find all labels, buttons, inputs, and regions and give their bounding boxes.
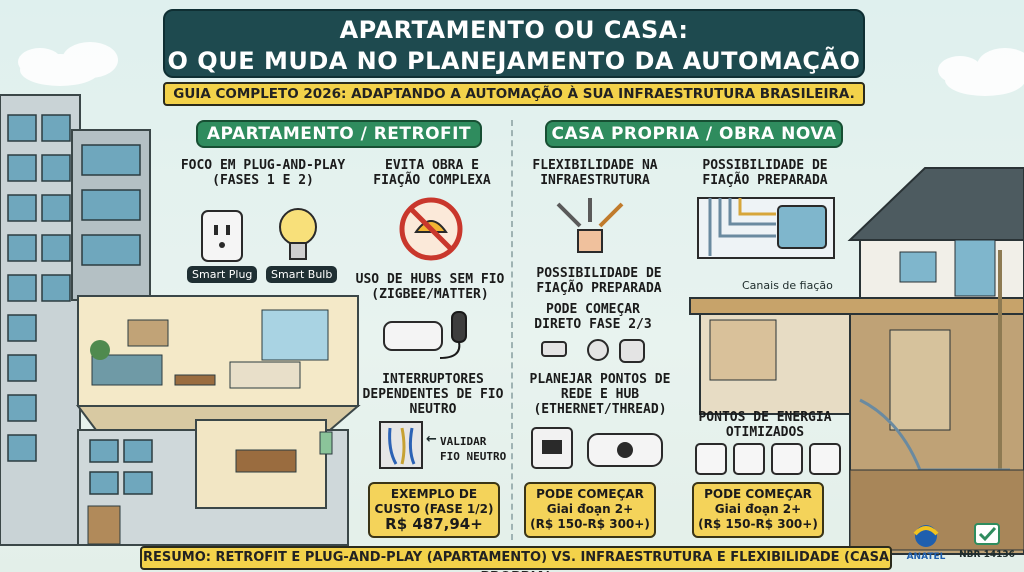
left-cost-value: R$ 487,94+: [385, 515, 483, 533]
arrow-left-icon: ←: [426, 432, 437, 447]
title-line-2: O QUE MUDA NO PLANEJAMENTO DA AUTOMAÇÃO: [167, 47, 861, 75]
anatel-label: ANATEL: [906, 552, 946, 562]
power-outlets-icons: [695, 443, 841, 475]
left-banner: APARTAMENTO / RETROFIT: [196, 120, 482, 148]
right-cost2-line3: (R$ 150-R$ 300+): [698, 517, 818, 531]
apartment-building: [0, 94, 361, 546]
outlet-icon: [733, 443, 765, 475]
right-energy-label: PONTOS DE ENERGIA OTIMIZADOS: [698, 410, 832, 440]
plug-and-bulb-illustration: [201, 208, 317, 262]
wiring-channels-diagram: [697, 197, 835, 259]
right-cost1-line2: Giai đoạn 2+: [546, 502, 634, 516]
anatel-logo: ANATEL: [902, 522, 950, 568]
validate-neutral-label: VALIDAR FIO NEUTRO: [440, 435, 507, 463]
summary-bar: RESUMO: RETROFIT E PLUG-AND-PLAY (APARTA…: [140, 546, 892, 572]
right-wiring-top-label: POSSIBILIDADE DE FIAÇÃO PREPARADA: [702, 158, 828, 188]
right-cost-box-2: PODE COMEÇAR Giai đoạn 2+ (R$ 150-R$ 300…: [692, 482, 824, 538]
outlet-icon: [809, 443, 841, 475]
right-flex-label: FLEXIBILIDADE NA INFRAESTRUTURA: [532, 158, 658, 188]
wiring-channels-caption: Canais de fiação: [742, 279, 833, 292]
cloud-left: [18, 42, 118, 86]
right-cost-box-1: PODE COMEÇAR Giai đoạn 2+ (R$ 150-R$ 300…: [524, 482, 656, 538]
left-hubs-label: USO DE HUBS SEM FIO (ZIGBEE/MATTER): [355, 272, 505, 302]
no-construction-icon: [399, 197, 463, 261]
right-wiring-mid-label: POSSIBILIDADE DE FIAÇÃO PREPARADA: [536, 266, 662, 296]
center-divider: [511, 120, 513, 540]
webcam-icon: [587, 339, 609, 361]
smart-bulb-icon: [279, 208, 317, 246]
camera-icon: [541, 341, 567, 357]
right-cost2-line2: Giai đoạn 2+: [714, 502, 802, 516]
smart-speaker-icon: [619, 339, 645, 363]
smart-plug-icon: [201, 210, 243, 262]
outlet-icon: [695, 443, 727, 475]
tools-hand-icon: [556, 198, 624, 253]
check-icon: [974, 523, 1000, 545]
right-cost1-line3: (R$ 150-R$ 300+): [530, 517, 650, 531]
subtitle-bar: GUIA COMPLETO 2026: ADAPTANDO A AUTOMAÇÃ…: [163, 82, 865, 106]
network-hub-icons: [531, 427, 663, 469]
right-start-direct-label: PODE COMEÇAR DIRETO FASE 2/3: [534, 302, 652, 332]
nbr-badge: NBR 14136: [954, 522, 1020, 568]
right-cost2-line1: PODE COMEÇAR: [704, 487, 812, 501]
cameras-speaker-icons: [541, 339, 645, 363]
control-panel-icon: [777, 205, 827, 249]
right-network-label: PLANEJAR PONTOS DE REDE E HUB (ETHERNET/…: [529, 372, 671, 417]
left-cost-label: EXEMPLO DE CUSTO (FASE 1/2): [374, 487, 494, 516]
outlet-icon: [771, 443, 803, 475]
anatel-logo-icon: [913, 525, 939, 547]
title-line-1: APARTAMENTO OU CASA:: [339, 16, 689, 44]
left-cost-box: EXEMPLO DE CUSTO (FASE 1/2) R$ 487,94+: [368, 482, 500, 538]
page-title: APARTAMENTO OU CASA: O QUE MUDA NO PLANE…: [163, 9, 865, 78]
smart-plug-tag: Smart Plug: [187, 266, 258, 283]
nbr-label: NBR 14136: [959, 550, 1015, 560]
cloud-right: [938, 48, 1024, 96]
right-cost1-line1: PODE COMEÇAR: [536, 487, 644, 501]
neutral-wire-switch-icon: [379, 421, 423, 469]
left-focus-label: FOCO EM PLUG-AND-PLAY (FASES 1 E 2): [180, 158, 346, 188]
left-switches-label: INTERRUPTORES DEPENDENTES DE FIO NEUTRO: [362, 372, 504, 417]
wireless-hub-icon: [383, 311, 467, 359]
smart-bulb-tag: Smart Bulb: [266, 266, 338, 283]
left-avoid-label: EVITA OBRA E FIAÇÃO COMPLEXA: [373, 158, 491, 188]
right-banner: CASA PROPRIA / OBRA NOVA: [545, 120, 843, 148]
